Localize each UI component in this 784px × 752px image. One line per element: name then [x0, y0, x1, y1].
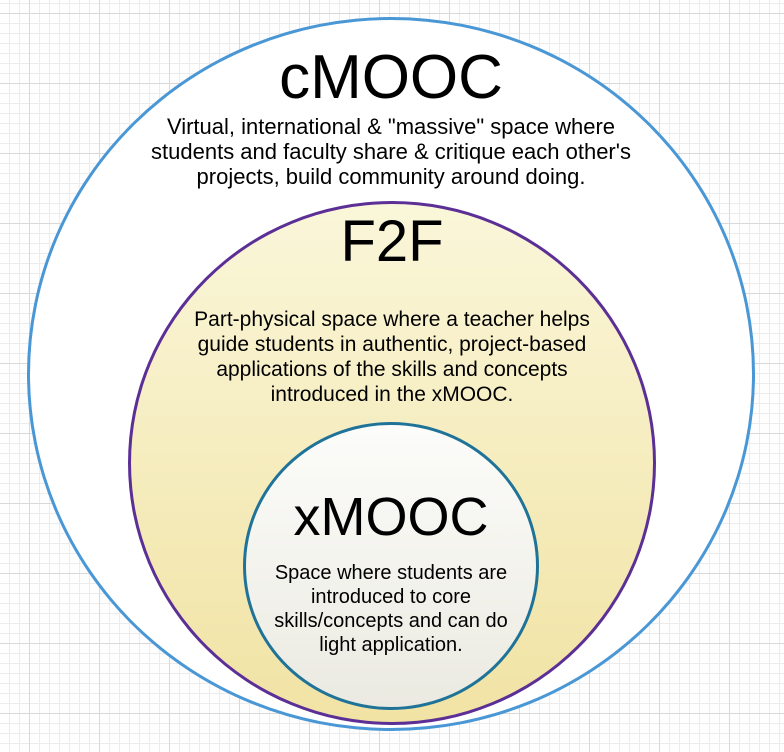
xmooc-description: Space where students are introduced to c…: [246, 561, 536, 657]
xmooc-description-line: skills/concepts and can do: [274, 610, 508, 632]
cmooc-description-line: students and faculty share & critique ea…: [151, 139, 631, 164]
f2f-description-line: guide students in authentic, project-bas…: [197, 333, 587, 356]
f2f-title: F2F: [340, 209, 444, 274]
xmooc-title: xMOOC: [293, 487, 489, 547]
f2f-circle: F2F Part-physical space where a teacher …: [128, 201, 656, 725]
cmooc-title: cMOOC: [279, 43, 503, 112]
f2f-description-line: applications of the skills and concepts: [216, 358, 568, 381]
xmooc-circle: xMOOC Space where students are introduce…: [243, 422, 539, 710]
cmooc-circle: cMOOC Virtual, international & "massive"…: [27, 17, 755, 731]
cmooc-description-line: Virtual, international & "massive" space…: [166, 114, 616, 139]
xmooc-description-line: Space where students are: [274, 562, 508, 584]
f2f-description-line: Part-physical space where a teacher help…: [194, 308, 590, 331]
xmooc-description-line: introduced to core: [310, 586, 472, 608]
cmooc-description-line: projects, build community around doing.: [196, 164, 586, 189]
xmooc-description-line: light application.: [319, 634, 463, 656]
f2f-description: Part-physical space where a teacher help…: [131, 307, 653, 407]
f2f-description-line: introduced in the xMOOC.: [270, 383, 514, 406]
cmooc-description: Virtual, international & "massive" space…: [30, 114, 752, 189]
